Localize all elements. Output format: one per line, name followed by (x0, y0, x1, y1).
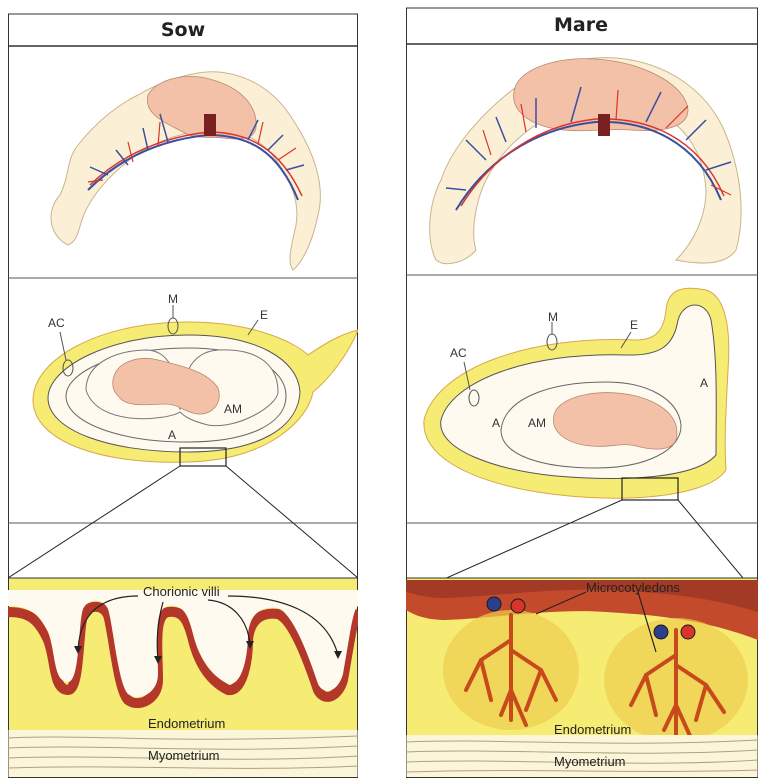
sow-myometrium-label: Myometrium (148, 748, 220, 763)
sow-detail-illustration (8, 0, 358, 778)
mare-column: Mare AC M E AM A A (406, 0, 756, 778)
mare-endometrium-label: Endometrium (554, 722, 631, 737)
sow-column: Sow AC M E AM A (8, 0, 358, 778)
mare-myometrium-label: Myometrium (554, 754, 626, 769)
mare-microcotyledons-label: Microcotyledons (586, 580, 680, 595)
sow-villi-label: Chorionic villi (143, 584, 220, 599)
mare-detail-illustration (406, 0, 758, 778)
sow-endometrium-label: Endometrium (148, 716, 225, 731)
